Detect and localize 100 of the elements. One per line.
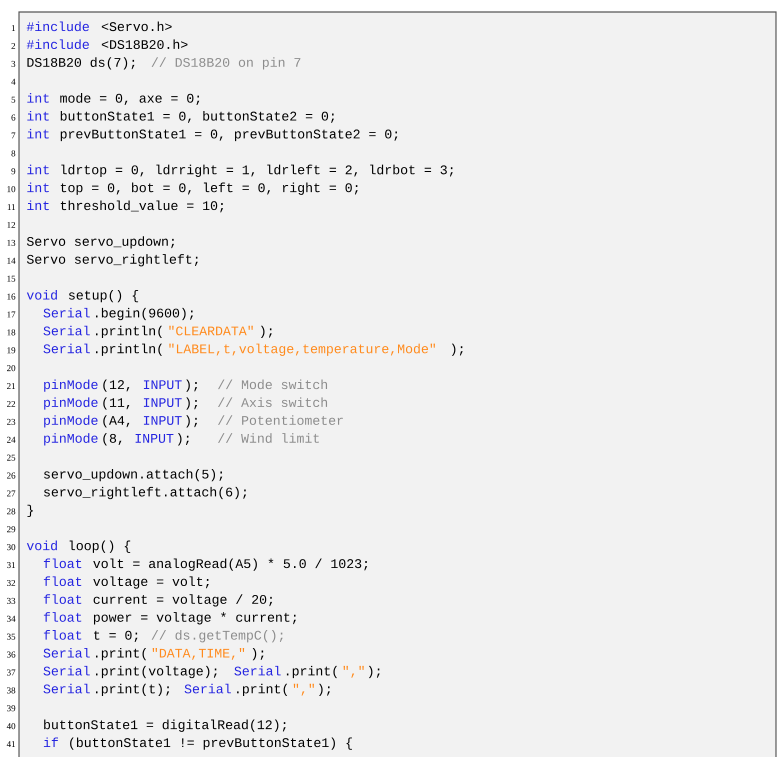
code-text: ldrtop = 0, ldrright = 1, ldrleft = 2, ldrbot = 3; bbox=[61, 164, 453, 177]
line-number: 4 bbox=[11, 78, 16, 85]
code-keyword: Serial bbox=[44, 326, 90, 336]
code-text: threshold_value = 10; bbox=[60, 200, 224, 212]
line-number: 25 bbox=[7, 454, 16, 461]
line-number: 10 bbox=[7, 186, 16, 192]
code-text: .println( bbox=[96, 344, 162, 356]
code-comment: // Potentiometer bbox=[218, 415, 343, 425]
line-number: 20 bbox=[7, 365, 16, 372]
code-keyword: int bbox=[27, 93, 49, 103]
code-string: "CLEARDATA" bbox=[169, 326, 253, 336]
code-keyword: #include bbox=[26, 39, 89, 50]
code-keyword: int bbox=[27, 182, 49, 192]
code-text: .begin(9600); bbox=[96, 308, 193, 320]
line-number: 13 bbox=[7, 240, 16, 246]
code-text: volt = analogRead(A5) * 5.0 / 1023; bbox=[93, 558, 368, 571]
line-number: 14 bbox=[7, 258, 16, 264]
code-text: voltage = volt; bbox=[93, 576, 209, 589]
line-number: 7 bbox=[12, 132, 16, 138]
code-comment: // Wind limit bbox=[218, 433, 319, 443]
code-string: "," bbox=[294, 684, 314, 696]
code-text: (buttonState1 != prevButtonState1) { bbox=[70, 737, 352, 750]
code-text: top = 0, bot = 0, left = 0, right = 0; bbox=[60, 182, 358, 195]
code-keyword: INPUT bbox=[136, 434, 174, 443]
code-text: ); bbox=[260, 326, 272, 338]
code-keyword: pinMode bbox=[44, 433, 98, 446]
line-number: 28 bbox=[7, 508, 16, 514]
code-text: servo_updown.attach(5); bbox=[44, 468, 222, 482]
line-number: 26 bbox=[7, 472, 16, 479]
code-text: current = voltage / 20; bbox=[94, 594, 272, 607]
code-text: setup() { bbox=[68, 290, 138, 302]
code-text: t = 0; bbox=[94, 630, 138, 642]
line-number: 5 bbox=[12, 96, 16, 103]
line-number: 35 bbox=[7, 634, 16, 640]
code-text: buttonState1 = 0, buttonState2 = 0; bbox=[60, 110, 334, 123]
line-number: 3 bbox=[12, 60, 16, 67]
line-number: 40 bbox=[6, 723, 16, 730]
code-keyword: Serial bbox=[44, 684, 90, 694]
code-text: <DS18B20.h> bbox=[102, 39, 188, 50]
line-number: 24 bbox=[7, 436, 16, 443]
code-text: ); bbox=[186, 397, 198, 410]
code-text: (11, bbox=[103, 397, 130, 410]
code-string: "DATA,TIME," bbox=[152, 648, 244, 660]
code-keyword: Serial bbox=[184, 684, 231, 694]
line-number: 8 bbox=[11, 150, 16, 156]
code-text: .print( bbox=[286, 666, 337, 678]
line-number: 36 bbox=[7, 652, 16, 658]
code-keyword: if bbox=[44, 737, 58, 747]
code-keyword: float bbox=[44, 594, 82, 604]
code-keyword: INPUT bbox=[144, 416, 182, 425]
line-number: 41 bbox=[6, 741, 16, 747]
code-comment: // DS18B20 on pin 7 bbox=[152, 57, 300, 70]
line-number: 15 bbox=[7, 276, 16, 282]
line-number: 2 bbox=[12, 42, 16, 49]
code-text: power = voltage * current; bbox=[94, 612, 296, 624]
line-number: 16 bbox=[7, 294, 16, 300]
code-text: buttonState1 = digitalRead(12); bbox=[44, 720, 286, 732]
line-number: 23 bbox=[7, 418, 16, 425]
code-text: (A4, bbox=[103, 415, 130, 428]
code-text: .println( bbox=[96, 326, 162, 338]
code-text: ); bbox=[252, 648, 264, 660]
code-text: prevButtonState1 = 0, prevButtonState2 = 0; bbox=[60, 130, 398, 142]
line-number: 18 bbox=[7, 329, 16, 336]
code-text: ); bbox=[368, 666, 380, 678]
code-keyword: float bbox=[44, 612, 82, 622]
code-string: "," bbox=[344, 666, 364, 678]
line-number: 39 bbox=[7, 705, 16, 712]
code-text: servo_rightleft.attach(6); bbox=[44, 486, 246, 500]
code-keyword: int bbox=[27, 110, 49, 121]
code-keyword: Serial bbox=[44, 666, 90, 676]
line-number: 17 bbox=[7, 311, 16, 318]
code-text: .print(voltage); bbox=[96, 666, 217, 678]
code-text: mode = 0, axe = 0; bbox=[60, 93, 200, 105]
code-keyword: pinMode bbox=[44, 415, 98, 428]
code-text: (8, bbox=[103, 433, 122, 446]
line-number: 27 bbox=[7, 490, 16, 496]
line-number: 38 bbox=[7, 687, 16, 694]
line-number: 34 bbox=[7, 616, 16, 622]
code-comment: // ds.getTempC(); bbox=[152, 630, 283, 642]
code-keyword: int bbox=[27, 200, 49, 210]
line-number: 29 bbox=[7, 526, 16, 532]
line-number: 22 bbox=[7, 400, 16, 407]
line-number: 19 bbox=[7, 347, 16, 354]
line-number: 11 bbox=[8, 204, 16, 210]
line-number: 30 bbox=[7, 544, 16, 550]
code-text: DS18B20 ds(7); bbox=[27, 57, 134, 70]
code-comment: // Axis switch bbox=[218, 397, 328, 408]
line-number: 37 bbox=[7, 669, 16, 676]
code-text: .print( bbox=[96, 648, 146, 660]
code-keyword: INPUT bbox=[144, 398, 182, 408]
code-text: ); bbox=[186, 415, 198, 428]
code-text: <Servo.h> bbox=[102, 21, 172, 32]
line-number: 9 bbox=[11, 168, 16, 174]
code-keyword: Serial bbox=[44, 648, 90, 658]
code-keyword: #include bbox=[26, 21, 89, 32]
line-number: 6 bbox=[11, 114, 16, 121]
code-string: "LABEL,t,voltage,temperature,Mode" bbox=[169, 344, 435, 356]
line-number: 32 bbox=[7, 580, 16, 586]
line-number: 21 bbox=[7, 383, 16, 389]
code-text: (12, bbox=[103, 379, 130, 392]
